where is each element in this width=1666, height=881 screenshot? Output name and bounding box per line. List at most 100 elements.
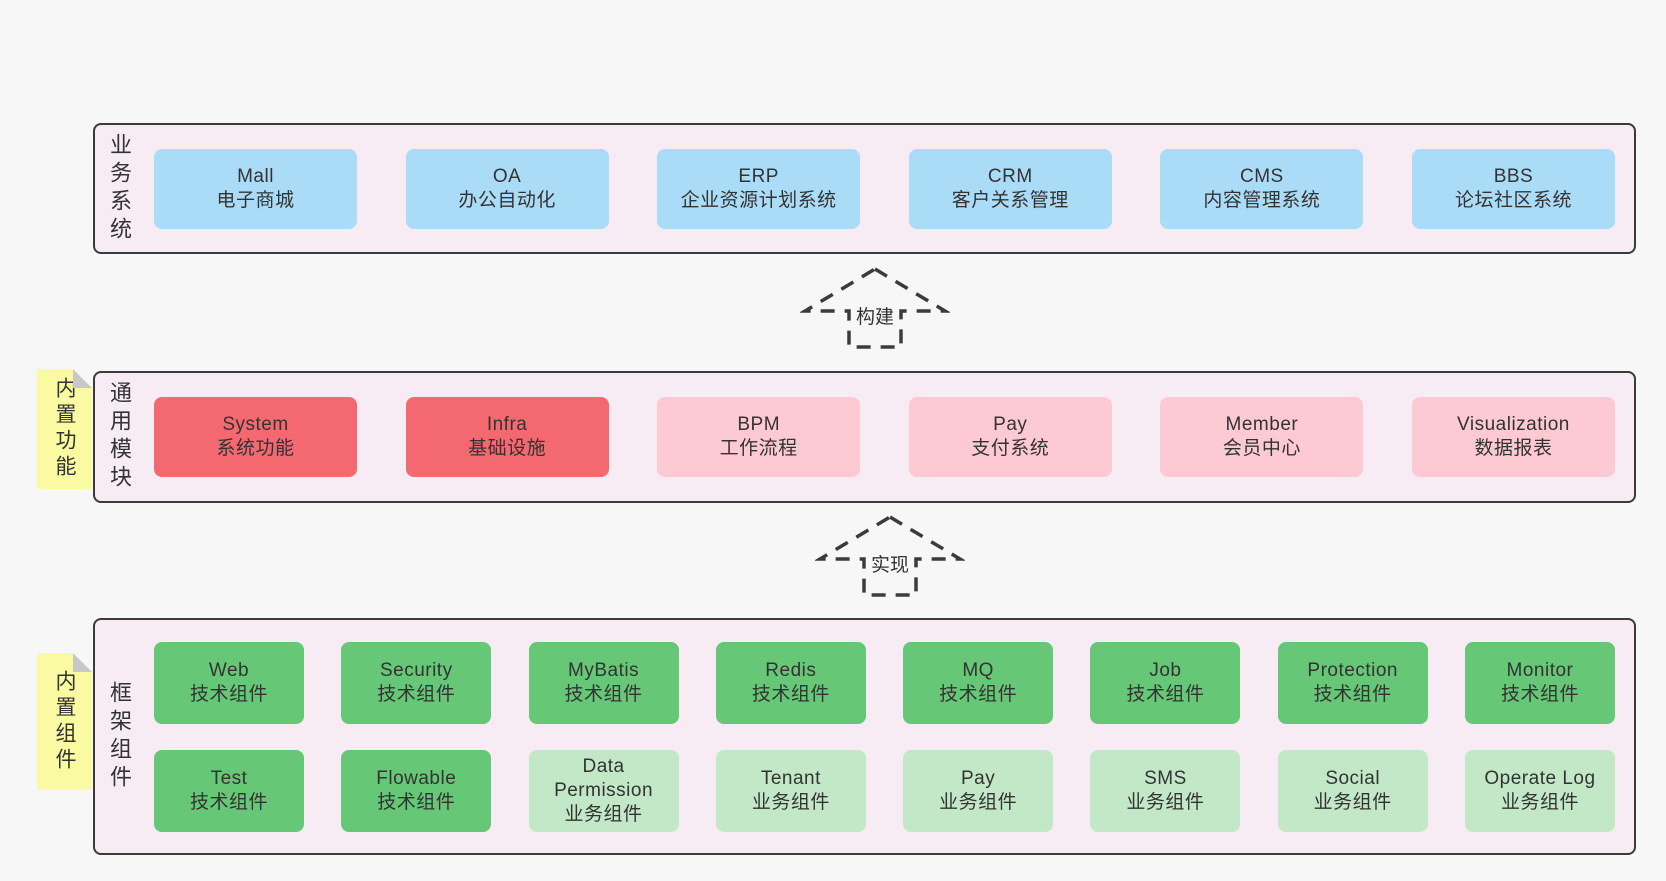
box-subtitle: 业务组件 bbox=[1126, 791, 1205, 813]
box-subtitle: 技术组件 bbox=[1126, 683, 1205, 705]
box-subtitle: 论坛社区系统 bbox=[1454, 189, 1572, 211]
box-title: Operate Log bbox=[1484, 767, 1596, 789]
box-subtitle: 业务组件 bbox=[1313, 791, 1392, 813]
fw-box-data-permission: Data Permission 业务组件 bbox=[528, 749, 679, 832]
band-modules-content: System 系统功能 Infra 基础设施 BPM 工作流程 Pay 支付系统… bbox=[154, 373, 1615, 501]
box-subtitle: 会员中心 bbox=[1222, 438, 1301, 459]
module-box-pay: Pay 支付系统 bbox=[908, 397, 1112, 477]
box-subtitle: 技术组件 bbox=[1500, 683, 1579, 705]
biz-box-erp: ERP 企业资源计划系统 bbox=[657, 148, 861, 229]
box-title: Tenant bbox=[760, 767, 821, 789]
box-subtitle: 企业资源计划系统 bbox=[680, 189, 837, 211]
box-subtitle: 技术组件 bbox=[377, 791, 456, 813]
biz-box-mall: Mall 电子商城 bbox=[154, 148, 357, 229]
band-framework-label: 框架组件 bbox=[107, 680, 132, 793]
fw-box-sms: SMS 业务组件 bbox=[1090, 749, 1241, 832]
box-subtitle: 技术组件 bbox=[939, 683, 1018, 705]
fw-box-protection: Protection 技术组件 bbox=[1277, 641, 1428, 724]
box-title: System bbox=[222, 414, 289, 435]
fw-box-operate-log: Operate Log 业务组件 bbox=[1464, 749, 1615, 832]
folded-corner-icon bbox=[73, 369, 92, 388]
box-title: Pay bbox=[993, 414, 1028, 435]
box-subtitle: 数据报表 bbox=[1474, 438, 1553, 459]
box-title: Pay bbox=[961, 767, 996, 789]
sticky-note-builtin-features: 内置功能 bbox=[37, 369, 92, 489]
box-title: BBS bbox=[1493, 165, 1534, 187]
fw-box-job: Job 技术组件 bbox=[1090, 641, 1241, 724]
framework-box-row-1: Web 技术组件 Security 技术组件 MyBatis 技术组件 Redi… bbox=[154, 641, 1615, 724]
box-title: Member bbox=[1225, 414, 1299, 435]
band-framework-content: Web 技术组件 Security 技术组件 MyBatis 技术组件 Redi… bbox=[154, 620, 1615, 853]
box-subtitle: 业务组件 bbox=[751, 791, 830, 813]
sticky-note-text: 内置功能 bbox=[53, 377, 76, 481]
fw-box-flowable: Flowable 技术组件 bbox=[341, 749, 492, 832]
biz-box-bbs: BBS 论坛社区系统 bbox=[1411, 148, 1615, 229]
box-title: CRM bbox=[987, 165, 1033, 187]
box-subtitle: 工作流程 bbox=[719, 438, 798, 459]
box-title: Job bbox=[1149, 659, 1182, 681]
fw-box-pay: Pay 业务组件 bbox=[903, 749, 1054, 832]
fw-box-security: Security 技术组件 bbox=[341, 641, 492, 724]
module-box-member: Member 会员中心 bbox=[1160, 397, 1364, 477]
box-title: Protection bbox=[1307, 659, 1398, 681]
box-subtitle: 技术组件 bbox=[189, 683, 268, 705]
sticky-note-builtin-components: 内置组件 bbox=[37, 653, 92, 790]
box-title: Infra bbox=[486, 414, 528, 435]
band-framework-components: 框架组件 Web 技术组件 Security 技术组件 MyBatis 技术组件… bbox=[93, 618, 1636, 855]
box-subtitle: 业务组件 bbox=[939, 791, 1018, 813]
box-subtitle: 基础设施 bbox=[468, 438, 547, 459]
box-subtitle: 业务组件 bbox=[1500, 791, 1579, 813]
fw-box-social: Social 业务组件 bbox=[1277, 749, 1428, 832]
box-title: BPM bbox=[737, 414, 781, 435]
box-title: Redis bbox=[765, 659, 817, 681]
fw-box-mq: MQ 技术组件 bbox=[903, 641, 1054, 724]
box-title: Flowable bbox=[376, 767, 457, 789]
box-title: MQ bbox=[962, 659, 994, 681]
modules-box-row: System 系统功能 Infra 基础设施 BPM 工作流程 Pay 支付系统… bbox=[154, 397, 1615, 477]
biz-box-crm: CRM 客户关系管理 bbox=[908, 148, 1112, 229]
box-subtitle: 支付系统 bbox=[971, 438, 1050, 459]
fw-box-web: Web 技术组件 bbox=[154, 641, 304, 724]
band-modules-label: 通用模块 bbox=[107, 381, 132, 493]
box-subtitle: 技术组件 bbox=[377, 683, 456, 705]
band-business-content: Mall 电子商城 OA 办公自动化 ERP 企业资源计划系统 CRM 客户关系… bbox=[154, 125, 1615, 252]
fw-box-mybatis: MyBatis 技术组件 bbox=[528, 641, 679, 724]
fw-box-tenant: Tenant 业务组件 bbox=[715, 749, 866, 832]
box-subtitle: 内容管理系统 bbox=[1203, 189, 1321, 211]
module-box-system: System 系统功能 bbox=[154, 397, 357, 477]
band-common-modules: 通用模块 System 系统功能 Infra 基础设施 BPM 工作流程 Pay… bbox=[93, 371, 1636, 503]
biz-box-cms: CMS 内容管理系统 bbox=[1160, 148, 1364, 229]
box-title: Visualization bbox=[1457, 414, 1570, 435]
box-subtitle: 技术组件 bbox=[751, 683, 830, 705]
build-arrow: 构建 bbox=[800, 266, 950, 350]
box-subtitle: 技术组件 bbox=[564, 683, 643, 705]
fw-box-test: Test 技术组件 bbox=[154, 749, 304, 832]
fw-box-monitor: Monitor 技术组件 bbox=[1464, 641, 1615, 724]
module-box-bpm: BPM 工作流程 bbox=[657, 397, 861, 477]
box-subtitle: 办公自动化 bbox=[458, 189, 556, 211]
box-title: Monitor bbox=[1506, 659, 1574, 681]
box-title: Security bbox=[379, 659, 453, 681]
box-subtitle: 客户关系管理 bbox=[951, 189, 1069, 211]
sticky-note-text: 内置组件 bbox=[53, 669, 76, 774]
implement-arrow: 实现 bbox=[815, 514, 965, 598]
box-title: OA bbox=[492, 165, 522, 187]
module-box-visualization: Visualization 数据报表 bbox=[1411, 397, 1615, 477]
box-title: SMS bbox=[1144, 767, 1187, 789]
box-title: ERP bbox=[738, 165, 779, 187]
fw-box-redis: Redis 技术组件 bbox=[715, 641, 866, 724]
band-business-label: 业务系统 bbox=[107, 132, 132, 245]
band-business-systems: 业务系统 Mall 电子商城 OA 办公自动化 ERP 企业资源计划系统 CRM… bbox=[93, 123, 1636, 254]
box-subtitle: 技术组件 bbox=[189, 791, 268, 813]
box-title: Mall bbox=[237, 165, 274, 187]
box-title: CMS bbox=[1240, 165, 1284, 187]
implement-arrow-label: 实现 bbox=[865, 548, 915, 579]
box-subtitle: 业务组件 bbox=[564, 803, 643, 825]
framework-box-row-2: Test 技术组件 Flowable 技术组件 Data Permission … bbox=[154, 749, 1615, 832]
box-subtitle: 电子商城 bbox=[216, 189, 295, 211]
box-title: MyBatis bbox=[568, 659, 640, 681]
box-subtitle: 技术组件 bbox=[1313, 683, 1392, 705]
biz-box-oa: OA 办公自动化 bbox=[405, 148, 609, 229]
business-box-row: Mall 电子商城 OA 办公自动化 ERP 企业资源计划系统 CRM 客户关系… bbox=[154, 148, 1615, 229]
